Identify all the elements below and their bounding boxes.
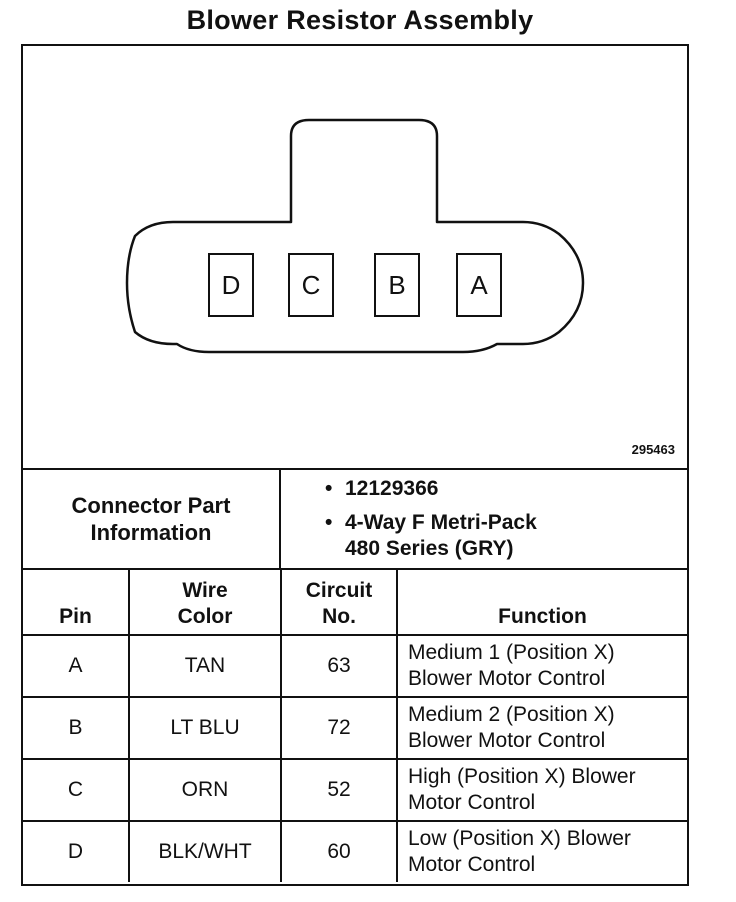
function-line1: Low (Position X) Blower — [408, 827, 631, 850]
description-line2: 480 Series (GRY) — [345, 537, 514, 560]
cell-circuit: 72 — [280, 696, 398, 760]
cell-wire-color: BLK/WHT — [128, 820, 282, 882]
part-info-label: Connector Part Information — [23, 470, 281, 568]
pin-table-header: Pin Wire Color Circuit No. Function — [23, 570, 687, 636]
cell-wire-color: TAN — [128, 634, 282, 698]
part-info-label-line2: Information — [90, 520, 212, 545]
function-line1: Medium 2 (Position X) — [408, 703, 615, 726]
pin-slot-c — [288, 253, 334, 317]
cell-circuit: 60 — [280, 820, 398, 882]
function-line1: Medium 1 (Position X) — [408, 641, 615, 664]
header-function-label: Function — [498, 605, 587, 628]
part-number: 12129366 — [345, 477, 439, 500]
pin-slot-b — [374, 253, 420, 317]
header-pin: Pin — [23, 570, 130, 636]
pin-label-a: A — [470, 270, 488, 300]
connector-part-info: Connector Part Information • 12129366 • … — [23, 470, 687, 570]
header-wire-line2: Color — [177, 605, 233, 628]
function-line2: Motor Control — [408, 791, 536, 814]
function-line2: Motor Control — [408, 853, 536, 876]
table-row: C ORN 52 High (Position X) Blower Motor … — [23, 758, 687, 822]
part-number-item: • 12129366 — [281, 476, 687, 502]
header-wire-line1: Wire — [182, 579, 228, 602]
header-pin-label: Pin — [59, 605, 92, 628]
pin-label-d: D — [222, 270, 241, 300]
cell-pin: B — [23, 696, 130, 760]
function-line2: Blower Motor Control — [408, 729, 606, 752]
figure-number: 295463 — [631, 442, 675, 457]
cell-pin: C — [23, 758, 130, 822]
pin-table: Pin Wire Color Circuit No. Function A TA… — [23, 570, 687, 882]
pin-slot-d — [208, 253, 254, 317]
header-circuit-line1: Circuit — [305, 579, 373, 602]
pin-label-c: C — [302, 270, 321, 300]
table-row: D BLK/WHT 60 Low (Position X) Blower Mot… — [23, 820, 687, 882]
cell-function: Medium 2 (Position X) Blower Motor Contr… — [396, 696, 687, 760]
cell-wire-color: LT BLU — [128, 696, 282, 760]
cell-circuit: 52 — [280, 758, 398, 822]
cell-pin: D — [23, 820, 130, 882]
header-wire-color: Wire Color — [128, 570, 282, 636]
pin-label-b: B — [388, 270, 405, 300]
header-function: Function — [396, 570, 687, 636]
table-row: B LT BLU 72 Medium 2 (Position X) Blower… — [23, 696, 687, 760]
table-row: A TAN 63 Medium 1 (Position X) Blower Mo… — [23, 634, 687, 698]
connector-outline — [125, 118, 585, 354]
bullet-icon: • — [325, 477, 333, 500]
cell-function: Low (Position X) Blower Motor Control — [396, 820, 687, 882]
cell-wire-color: ORN — [128, 758, 282, 822]
part-info-label-line1: Connector Part — [71, 493, 231, 518]
function-line2: Blower Motor Control — [408, 667, 606, 690]
function-line1: High (Position X) Blower — [408, 765, 636, 788]
cell-circuit: 63 — [280, 634, 398, 698]
bullet-icon: • — [325, 511, 333, 534]
cell-pin: A — [23, 634, 130, 698]
diagram-title: Blower Resistor Assembly — [186, 5, 534, 35]
part-info-values: • 12129366 • 4-Way F Metri-Pack 480 Seri… — [281, 476, 687, 570]
header-circuit-line2: No. — [322, 605, 356, 628]
connector-drawing: D C B A — [125, 118, 585, 354]
diagram-frame: D C B A 295463 Connector Part Informatio… — [21, 44, 689, 886]
description-item: • 4-Way F Metri-Pack 480 Series (GRY) — [281, 510, 687, 562]
connector-diagram: D C B A 295463 — [23, 46, 687, 470]
description-line1: 4-Way F Metri-Pack — [345, 511, 537, 534]
header-circuit: Circuit No. — [280, 570, 398, 636]
pin-slot-a — [456, 253, 502, 317]
cell-function: Medium 1 (Position X) Blower Motor Contr… — [396, 634, 687, 698]
cell-function: High (Position X) Blower Motor Control — [396, 758, 687, 822]
